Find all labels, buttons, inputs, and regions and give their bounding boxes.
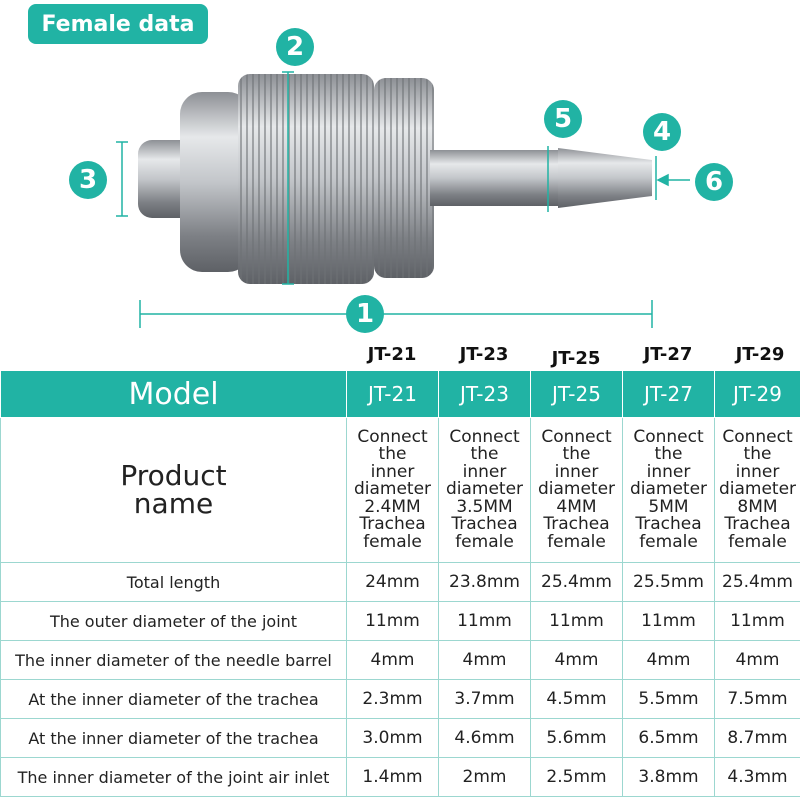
callout-3: 3: [69, 161, 107, 199]
table-cell: 3.7mm: [438, 679, 531, 719]
model-header-jt25: JT-25: [551, 348, 601, 369]
table-cell: 25.4mm: [530, 562, 623, 602]
table-cell: 11mm: [622, 601, 715, 641]
table-cell: 2.5mm: [530, 757, 623, 797]
table-cell: 25.5mm: [622, 562, 715, 602]
table-cell: 3.0mm: [346, 718, 439, 758]
table-cell: 24mm: [346, 562, 439, 602]
model-cell: JT-25: [530, 370, 623, 418]
table-cell: 2.3mm: [346, 679, 439, 719]
row-label: The outer diameter of the joint: [0, 601, 347, 641]
model-header-jt29: JT-29: [735, 344, 785, 365]
table-cell: 11mm: [346, 601, 439, 641]
table-cell: 4mm: [530, 640, 623, 680]
callout-6: 6: [695, 163, 733, 201]
table-cell: 4.6mm: [438, 718, 531, 758]
callout-4: 4: [643, 113, 681, 151]
row-label: The inner diameter of the joint air inle…: [0, 757, 347, 797]
table-row: The outer diameter of the joint 11mm 11m…: [0, 601, 800, 641]
joint-body: [180, 92, 250, 272]
model-cell: JT-29: [714, 370, 800, 418]
model-cell: JT-27: [622, 370, 715, 418]
product-name-row: Product name Connect the inner diameter …: [0, 417, 800, 563]
model-header-jt23: JT-23: [459, 344, 509, 365]
table-cell: 4mm: [714, 640, 800, 680]
product-name-cell: Connect the inner diameter 2.4MM Trachea…: [346, 417, 439, 563]
table-cell: 8.7mm: [714, 718, 800, 758]
product-name-cell: Connect the inner diameter 5MM Trachea f…: [622, 417, 715, 563]
table-cell: 4mm: [438, 640, 531, 680]
connector-illustration: [116, 71, 690, 328]
row-label: At the inner diameter of the trachea: [0, 679, 347, 719]
callout-1: 1: [346, 295, 384, 333]
callout-5: 5: [544, 100, 582, 138]
model-cell: JT-23: [438, 370, 531, 418]
table-cell: 23.8mm: [438, 562, 531, 602]
table-cell: 5.6mm: [530, 718, 623, 758]
table-row: At the inner diameter of the trachea 3.0…: [0, 718, 800, 758]
model-label: Model: [0, 370, 347, 418]
table-cell: 5.5mm: [622, 679, 715, 719]
table-cell: 7.5mm: [714, 679, 800, 719]
model-cell: JT-21: [346, 370, 439, 418]
table-cell: 2mm: [438, 757, 531, 797]
table-cell: 4.5mm: [530, 679, 623, 719]
needle-tip: [558, 148, 652, 208]
spec-table: Model JT-21 JT-23 JT-25 JT-27 JT-29 Prod…: [0, 370, 800, 797]
product-name-label: Product name: [0, 417, 347, 563]
needle-barrel: [430, 150, 560, 206]
model-header-jt21: JT-21: [367, 344, 417, 365]
row-label: The inner diameter of the needle barrel: [0, 640, 347, 680]
table-row: Total length 24mm 23.8mm 25.4mm 25.5mm 2…: [0, 562, 800, 602]
table-header-row: Model JT-21 JT-23 JT-25 JT-27 JT-29: [0, 370, 800, 418]
product-name-cell: Connect the inner diameter 4MM Trachea f…: [530, 417, 623, 563]
product-name-cell: Connect the inner diameter 8MM Trachea f…: [714, 417, 800, 563]
model-header-jt27: JT-27: [643, 344, 693, 365]
table-cell: 4.3mm: [714, 757, 800, 797]
table-cell: 11mm: [438, 601, 531, 641]
table-row: At the inner diameter of the trachea 2.3…: [0, 679, 800, 719]
table-cell: 25.4mm: [714, 562, 800, 602]
table-cell: 1.4mm: [346, 757, 439, 797]
row-label: Total length: [0, 562, 347, 602]
product-name-cell: Connect the inner diameter 3.5MM Trachea…: [438, 417, 531, 563]
title-badge: Female data: [28, 4, 208, 44]
table-cell: 4mm: [622, 640, 715, 680]
table-row: The inner diameter of the needle barrel …: [0, 640, 800, 680]
table-row: The inner diameter of the joint air inle…: [0, 757, 800, 797]
table-cell: 11mm: [530, 601, 623, 641]
table-cell: 6.5mm: [622, 718, 715, 758]
table-cell: 4mm: [346, 640, 439, 680]
table-cell: 11mm: [714, 601, 800, 641]
table-cell: 3.8mm: [622, 757, 715, 797]
callout-2: 2: [276, 28, 314, 66]
row-label: At the inner diameter of the trachea: [0, 718, 347, 758]
